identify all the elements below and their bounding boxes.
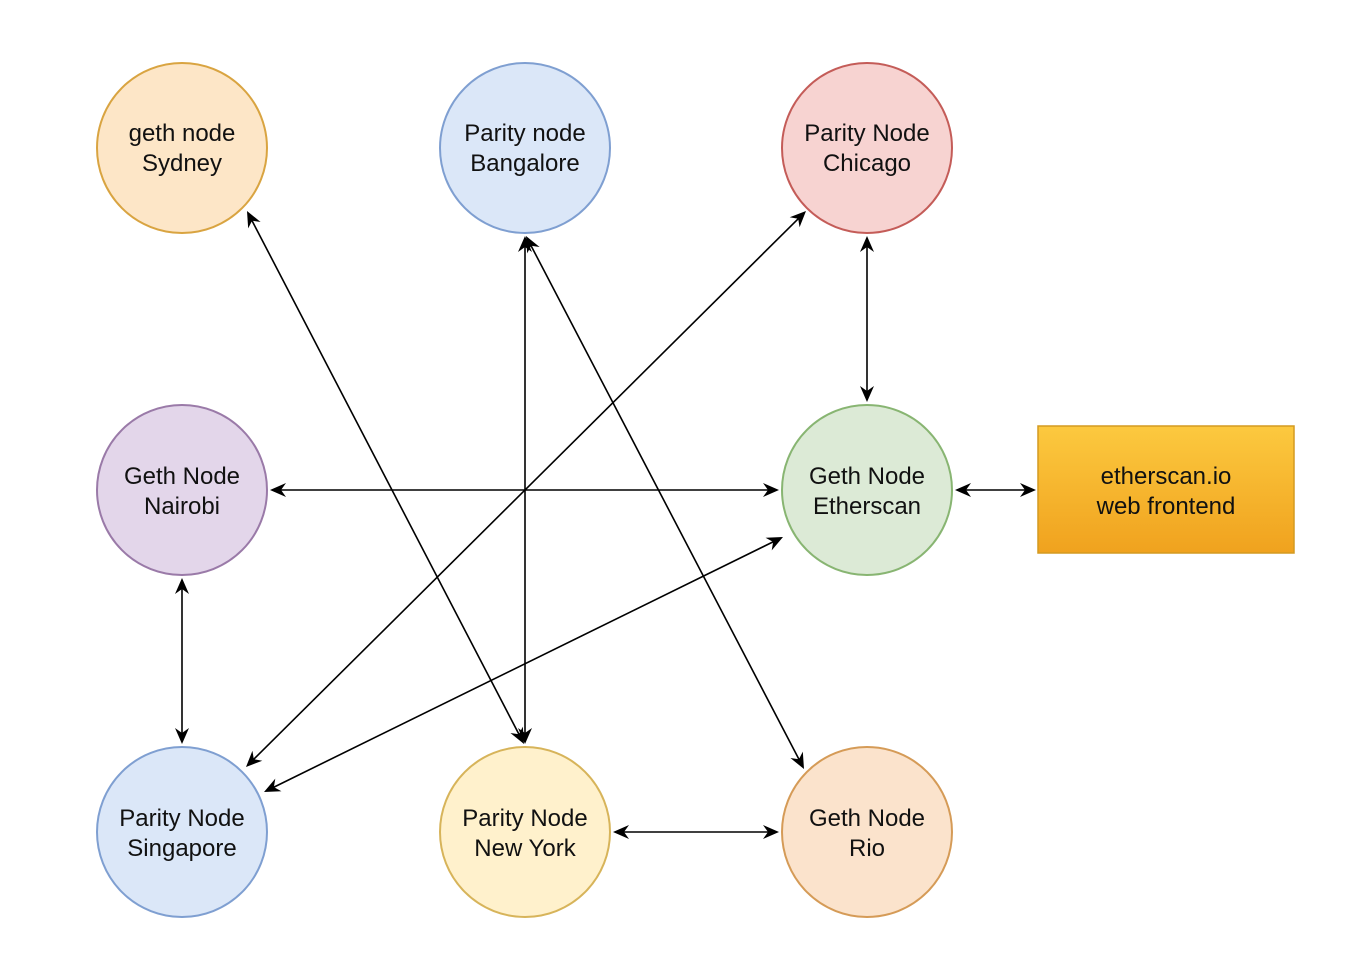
node-parity-newyork[interactable]: Parity Node New York (439, 746, 611, 918)
edge-line (251, 216, 801, 762)
edge-line (249, 217, 522, 738)
arrowhead (955, 483, 971, 497)
node-label-line1: Parity node (464, 120, 585, 147)
node-circle (781, 746, 953, 918)
node-geth-nairobi[interactable]: Geth Node Nairobi (96, 404, 268, 576)
node-parity-singapore[interactable]: Parity Node Singapore (96, 746, 268, 918)
arrowhead (246, 750, 263, 767)
node-circle (96, 404, 268, 576)
node-label-line2: New York (474, 835, 576, 862)
node-label-line2: Singapore (127, 835, 236, 862)
node-etherscan-frontend[interactable]: etherscan.io web frontend (1037, 425, 1295, 554)
arrowhead (613, 825, 629, 839)
arrowhead (860, 236, 874, 252)
arrowhead (526, 236, 540, 254)
arrowhead (763, 825, 779, 839)
arrowhead (790, 751, 804, 769)
arrowhead (860, 386, 874, 402)
node-circle (96, 746, 268, 918)
node-label-line2: Etherscan (813, 493, 921, 520)
node-label-line2: Rio (849, 835, 885, 862)
edge-chicago-etherscan (860, 236, 874, 402)
node-label-line1: Geth Node (809, 805, 925, 832)
node-circle (439, 746, 611, 918)
node-label-line2: Bangalore (470, 150, 579, 177)
arrowhead (1020, 483, 1036, 497)
frontend-box (1037, 425, 1295, 554)
arrowhead (518, 728, 532, 744)
node-circle (439, 62, 611, 234)
edges (175, 211, 1036, 839)
node-label-line1: Geth Node (124, 463, 240, 490)
node-geth-etherscan[interactable]: Geth Node Etherscan (781, 404, 953, 576)
edge-newyork-rio (613, 825, 779, 839)
node-label-line1: Parity Node (804, 120, 929, 147)
node-label-line2: web frontend (1096, 493, 1236, 520)
edge-line (528, 242, 802, 763)
arrowhead (264, 778, 282, 792)
edge-sydney-newyork (247, 211, 524, 744)
node-geth-sydney[interactable]: geth node Sydney (96, 62, 268, 234)
node-label-line2: Chicago (823, 150, 911, 177)
arrowhead (789, 211, 806, 228)
node-label-line1: Parity Node (462, 805, 587, 832)
node-circle (781, 62, 953, 234)
arrowhead (247, 211, 261, 229)
node-circle (781, 404, 953, 576)
edge-chicago-singapore (246, 211, 806, 767)
arrowhead (765, 537, 783, 551)
node-circle (96, 62, 268, 234)
node-parity-bangalore[interactable]: Parity node Bangalore (439, 62, 611, 234)
edge-bangalore-rio (526, 236, 804, 769)
edge-etherscan-frontend (955, 483, 1036, 497)
node-label-line1: geth node (129, 120, 236, 147)
arrowhead (763, 483, 779, 497)
edge-nairobi-etherscan (270, 483, 779, 497)
arrowhead (510, 726, 524, 744)
arrowhead (175, 728, 189, 744)
edge-nairobi-singapore (175, 578, 189, 744)
arrowhead (175, 578, 189, 594)
node-label-line2: Nairobi (144, 493, 220, 520)
node-parity-chicago[interactable]: Parity Node Chicago (781, 62, 953, 234)
node-label-line1: Geth Node (809, 463, 925, 490)
node-label-line1: etherscan.io (1101, 463, 1232, 490)
edge-etherscan-singapore (264, 537, 783, 792)
arrowhead (270, 483, 286, 497)
node-label-line1: Parity Node (119, 805, 244, 832)
node-label-line2: Sydney (142, 150, 222, 177)
node-geth-rio[interactable]: Geth Node Rio (781, 746, 953, 918)
edge-line (270, 539, 777, 790)
